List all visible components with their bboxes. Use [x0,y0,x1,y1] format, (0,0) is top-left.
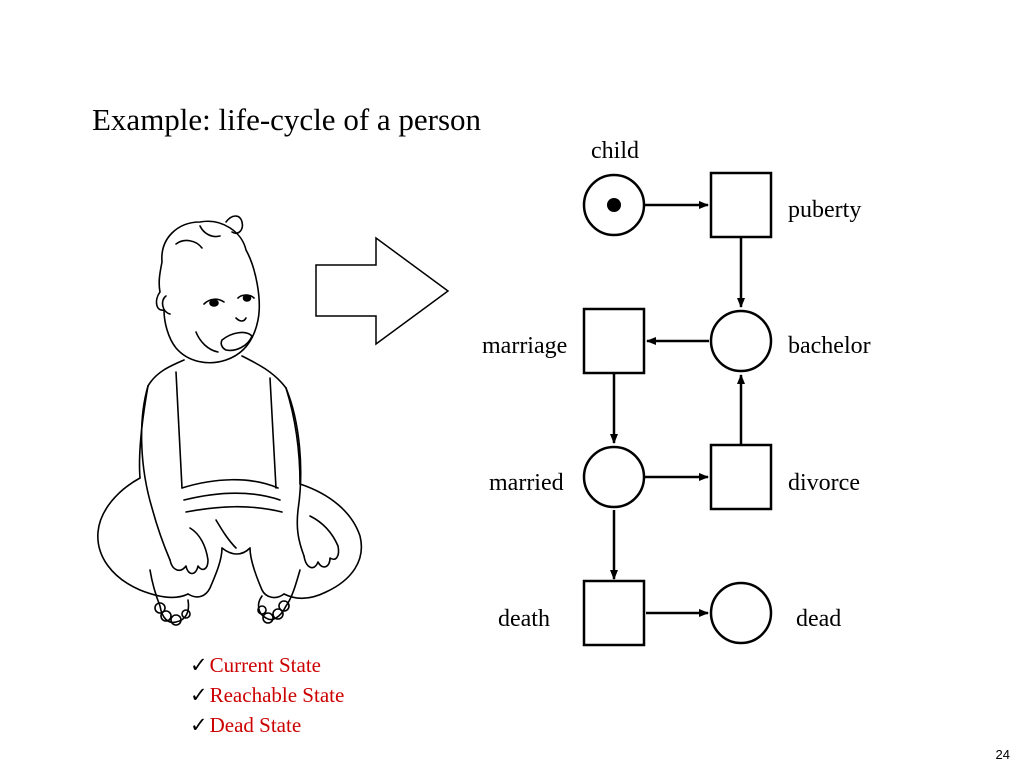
check-icon: ✓ [190,653,208,677]
transition-puberty [709,171,773,239]
transition-death [582,579,646,647]
state-checklist: ✓Current State ✓Reachable State ✓Dead St… [190,650,344,740]
label-marriage: marriage [482,333,568,359]
place-bachelor [709,309,773,373]
checklist-item-dead: ✓Dead State [190,713,302,737]
label-dead: dead [796,606,842,632]
baby-illustration [97,215,363,626]
check-icon: ✓ [190,713,208,737]
petri-net-places [582,173,773,645]
place-married [582,445,646,509]
place-dead [709,581,773,645]
petri-net-transitions [582,171,773,647]
transition-marriage [582,307,646,375]
label-death: death [498,606,550,632]
checklist-item-reachable: ✓Reachable State [190,683,345,707]
label-puberty: puberty [788,197,862,223]
transition-divorce [709,443,773,511]
label-married: married [489,470,564,496]
label-child: child [591,138,639,164]
transform-arrow [315,236,450,346]
checklist-item-current: ✓Current State [190,653,321,677]
token [607,198,621,212]
page-number: 24 [995,747,1010,762]
label-divorce: divorce [788,470,860,496]
label-bachelor: bachelor [788,333,871,359]
slide-title: Example: life-cycle of a person [92,102,482,137]
petri-net-arcs [610,201,745,617]
check-icon: ✓ [190,683,208,707]
